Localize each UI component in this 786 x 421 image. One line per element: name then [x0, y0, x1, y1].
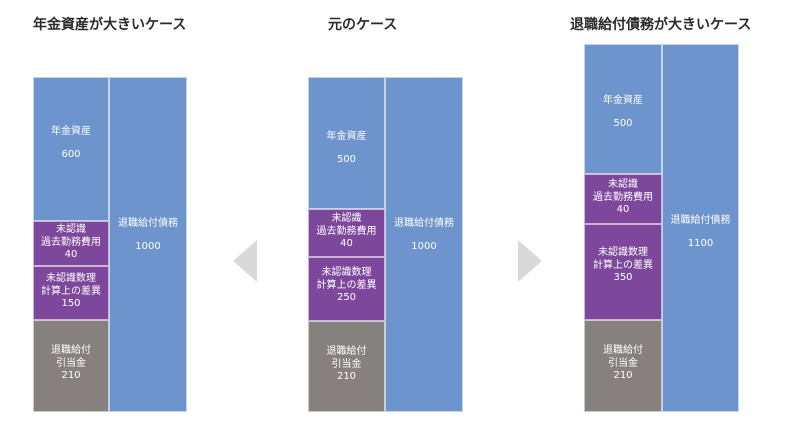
allowance-value: 210: [613, 370, 633, 381]
unrecognized-label: 未認識: [56, 224, 86, 235]
arrow-right-icon: [518, 240, 542, 282]
obligation-block: 退職給付債務 1100: [662, 44, 739, 412]
allowance-value: 210: [61, 370, 81, 381]
allowance-block: 退職給付 引当金 210: [308, 321, 385, 412]
pension-assets-label: 年金資産: [326, 131, 367, 142]
obligation-value: 1000: [135, 240, 161, 252]
past-service-cost-value: 40: [616, 204, 630, 215]
unrecognized-actuarial-label: 未認識数理: [598, 247, 648, 258]
obligation-block: 退職給付債務 1000: [109, 77, 187, 412]
allowance-value: 210: [336, 371, 357, 382]
past-service-cost-value: 40: [340, 238, 353, 249]
unrecognized-label: 未認識: [331, 213, 362, 224]
case-title-large-obligation: 退職給付債務が大きいケース: [570, 17, 752, 33]
pension-assets-block: 年金資産 600: [33, 77, 109, 221]
case-title-original: 元のケース: [328, 17, 398, 33]
allowance-block: 退職給付 引当金 210: [584, 320, 662, 412]
unrecognized-psc-block: 未認識 過去勤務費用 40: [308, 209, 385, 257]
pension-assets-block: 年金資産 500: [308, 77, 385, 209]
arrow-left-icon: [233, 240, 257, 282]
unrecognized-actuarial-block: 未認識数理 計算上の差異 150: [33, 266, 109, 320]
actuarial-difference-value: 350: [613, 272, 633, 283]
pension-assets-value: 600: [61, 148, 81, 160]
retirement-benefit-label: 退職給付: [326, 346, 367, 357]
past-service-cost-label: 過去勤務費用: [593, 191, 653, 203]
unrecognized-actuarial-block: 未認識数理 計算上の差異 250: [308, 257, 385, 321]
unrecognized-psc-block: 未認識 過去勤務費用 40: [584, 174, 662, 224]
unrecognized-actuarial-label: 未認識数理: [321, 267, 372, 278]
unrecognized-actuarial-block: 未認識数理 計算上の差異 350: [584, 224, 662, 320]
obligation-label: 退職給付債務: [670, 215, 731, 226]
pension-assets-value: 500: [613, 117, 633, 129]
allowance-block: 退職給付 引当金 210: [33, 320, 109, 412]
obligation-label: 退職給付債務: [118, 218, 178, 229]
unrecognized-label: 未認識: [608, 179, 638, 190]
obligation-label: 退職給付債務: [394, 218, 454, 229]
allowance-label: 引当金: [608, 357, 638, 369]
obligation-value: 1100: [687, 237, 714, 249]
case-title-large-assets: 年金資産が大きいケース: [33, 17, 187, 33]
actuarial-difference-label: 計算上の差異: [41, 285, 101, 297]
pension-assets-block: 年金資産 500: [584, 44, 662, 174]
actuarial-difference-label: 計算上の差異: [593, 259, 653, 271]
pension-assets-value: 500: [336, 153, 357, 165]
actuarial-difference-label: 計算上の差異: [316, 279, 377, 291]
unrecognized-actuarial-label: 未認識数理: [46, 273, 96, 284]
obligation-value: 1000: [411, 240, 437, 252]
retirement-benefit-label: 退職給付: [51, 345, 91, 356]
pension-assets-label: 年金資産: [603, 95, 643, 106]
past-service-cost-value: 40: [64, 249, 78, 260]
retirement-benefit-label: 退職給付: [603, 345, 643, 356]
obligation-block: 退職給付債務 1000: [385, 77, 463, 412]
allowance-label: 引当金: [56, 357, 86, 369]
pension-assets-label: 年金資産: [51, 126, 91, 137]
allowance-label: 引当金: [331, 358, 362, 370]
past-service-cost-label: 過去勤務費用: [41, 236, 101, 248]
actuarial-difference-value: 150: [61, 298, 81, 309]
actuarial-difference-value: 250: [336, 292, 357, 303]
past-service-cost-label: 過去勤務費用: [316, 225, 377, 237]
unrecognized-psc-block: 未認識 過去勤務費用 40: [33, 221, 109, 266]
